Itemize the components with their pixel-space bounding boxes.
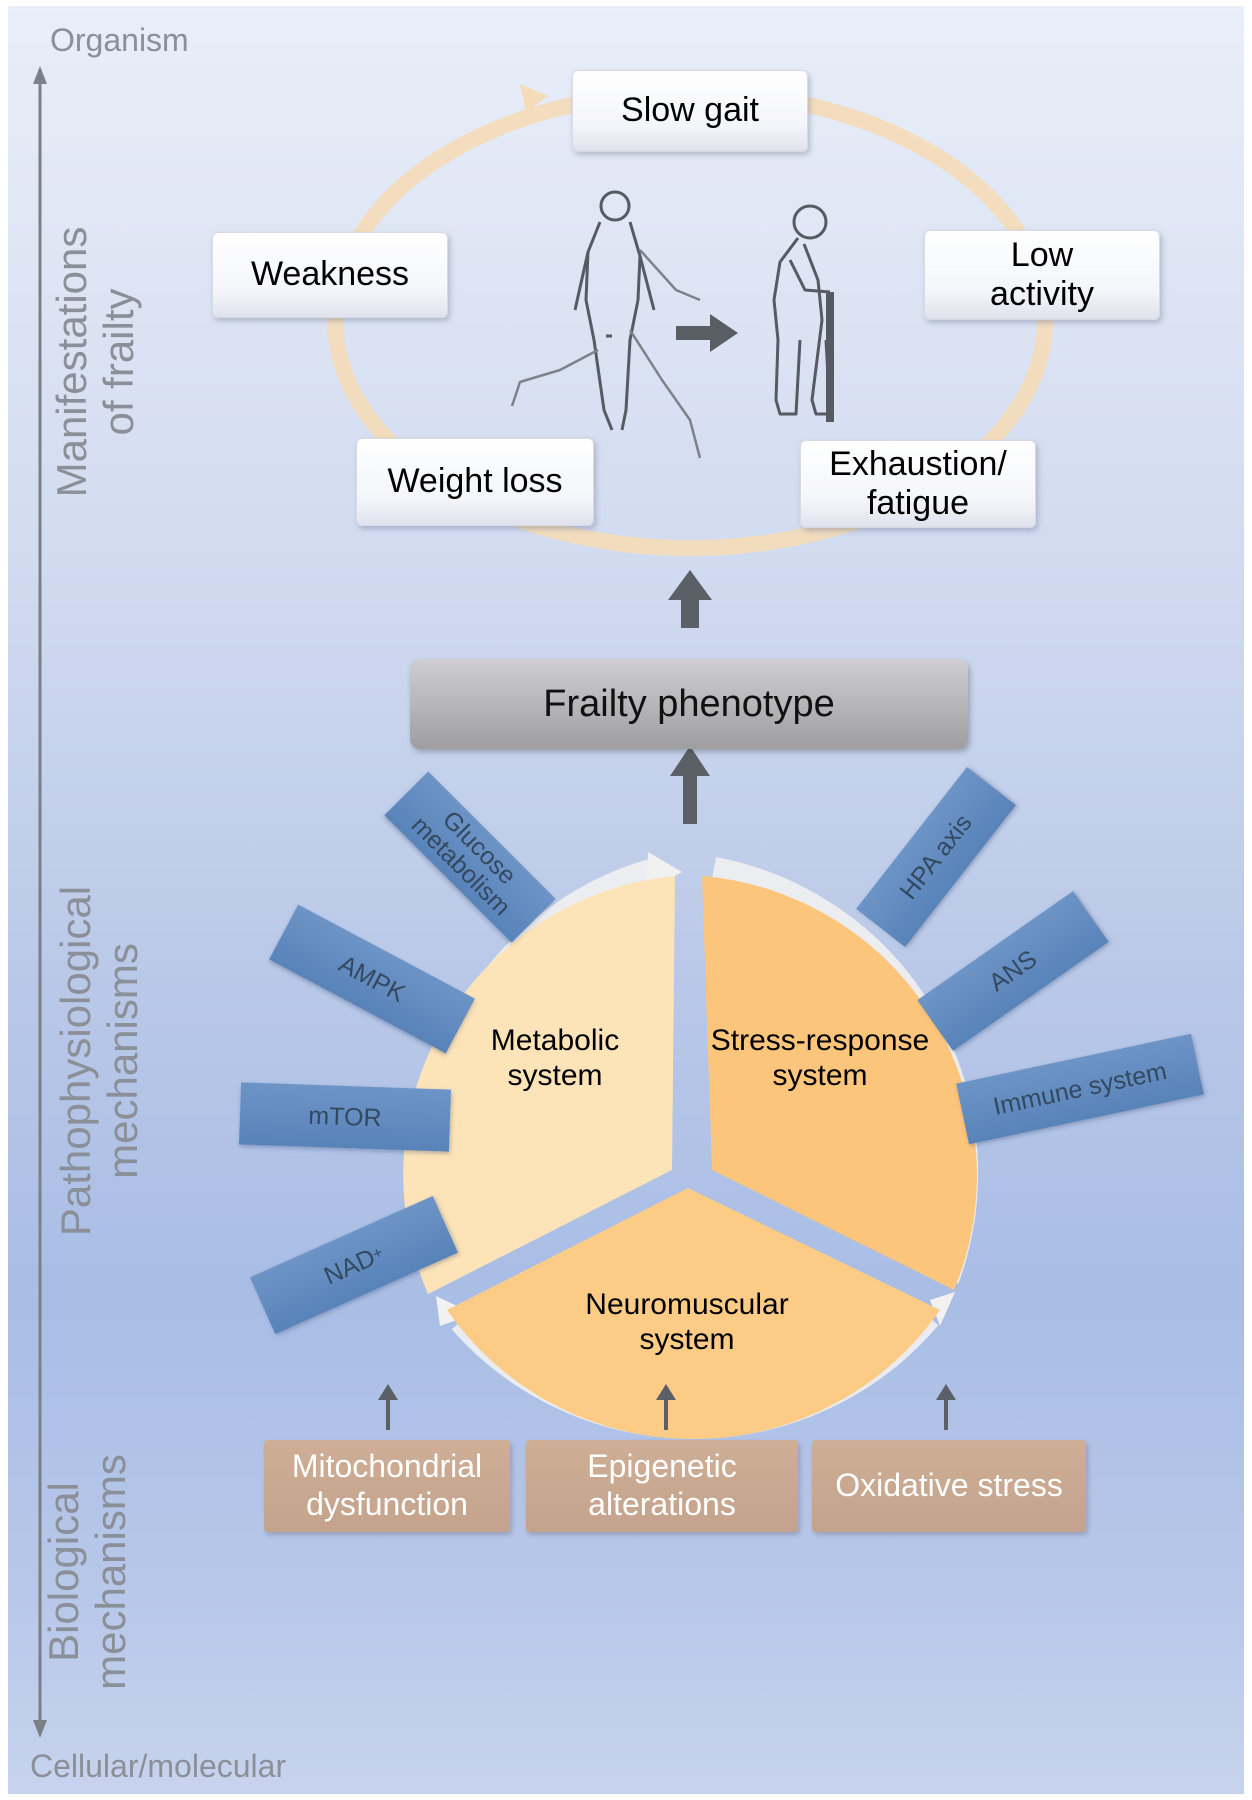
scale-axis [33, 66, 47, 1738]
oxidative-stress-box: Oxidative stress [812, 1440, 1086, 1532]
pathophysiological-level-label: Pathophysiological mechanisms [52, 885, 147, 1237]
cane [826, 292, 834, 422]
exhaustion-fatigue-box: Exhaustion/ fatigue [800, 440, 1036, 528]
elderly-figure [772, 204, 832, 416]
metabolic-system-label: Metabolic system [490, 1024, 620, 1092]
neuromuscular-sector [447, 1188, 940, 1440]
weakness-box: Weakness [212, 232, 448, 318]
nad-label: NAD [319, 1243, 380, 1291]
organism-label: Organism [50, 22, 189, 58]
weight-loss-box: Weight loss [356, 438, 594, 526]
neuromuscular-system-label: Neuromuscular system [585, 1288, 789, 1356]
up-arrow-to-manifestations [668, 570, 712, 628]
slow-gait-box: Slow gait [572, 70, 808, 152]
stress-response-sector [702, 876, 977, 1290]
frailty-phenotype-box: Frailty phenotype [410, 659, 968, 749]
cellular-label: Cellular/molecular [30, 1748, 287, 1784]
stress-response-system-label: Stress-response system [710, 1024, 930, 1092]
biological-level-label: Biological mechanisms [40, 1454, 135, 1690]
young-walker-figure [510, 190, 702, 459]
epigenetic-alterations-box: Epigenetic alterations [526, 1440, 798, 1532]
low-activity-box: Low activity [924, 230, 1160, 320]
mitochondrial-dysfunction-box: Mitochondrial dysfunction [264, 1440, 510, 1532]
aging-arrow [676, 314, 738, 352]
manifestations-level-label: Manifestations of frailty [48, 226, 143, 498]
mtor-tab: mTOR [238, 1082, 452, 1152]
bio-arrows [378, 1384, 956, 1430]
up-arrow-to-phenotype [670, 746, 710, 824]
metabolic-sector [403, 876, 675, 1294]
